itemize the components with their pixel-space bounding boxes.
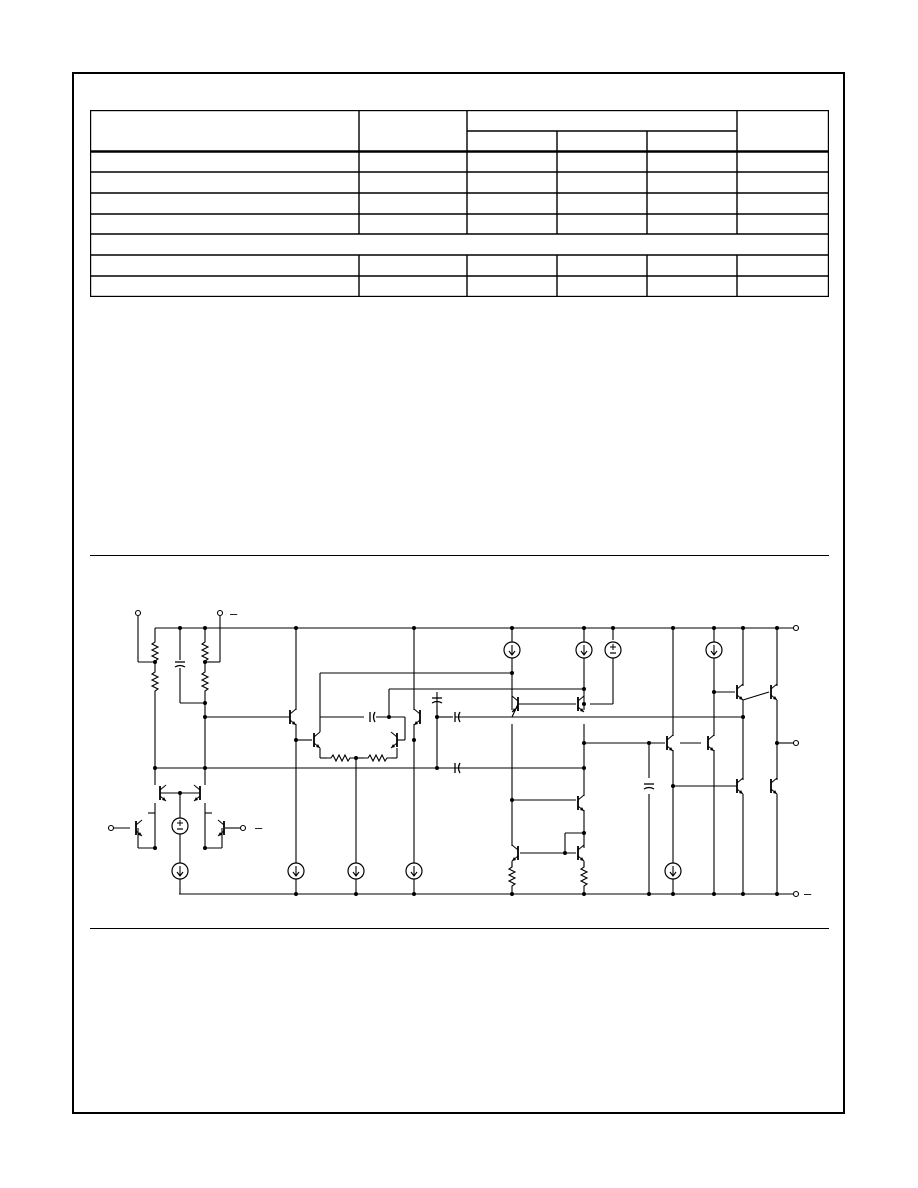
terminal-label: – (255, 820, 263, 835)
terminal-label: – (804, 886, 812, 901)
circuit-schematic: – – – (107, 606, 812, 901)
terminal-label: – (230, 606, 238, 621)
section-divider-bottom (90, 928, 829, 929)
specifications-table (90, 110, 829, 297)
section-divider-top (90, 555, 829, 556)
page-border (72, 72, 845, 1114)
